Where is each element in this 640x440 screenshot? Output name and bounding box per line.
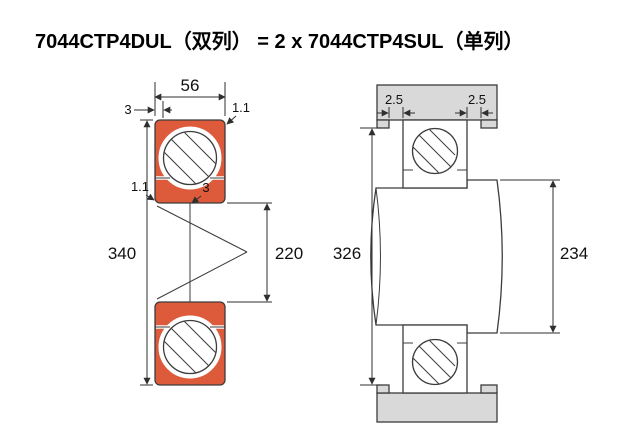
shaft [370, 179, 503, 334]
dim-center: 3 [191, 180, 210, 204]
housing-shoulder-lip [376, 119, 390, 129]
section-view: 56 3 1.1 1.1 3 340 [108, 76, 303, 386]
mounting-view: 2.5 2.5 326 234 [333, 84, 588, 423]
dim-bore-diameter: 220 [227, 202, 303, 303]
ball-hatching-top-right [413, 129, 456, 173]
housing-top [376, 84, 498, 121]
housing-bottom [376, 392, 498, 423]
dim-housing-shoulder-label: 326 [333, 244, 361, 263]
dim-width: 56 [154, 76, 226, 116]
housing-shoulder-lip [480, 119, 498, 129]
contact-angle-line-lower [156, 251, 248, 300]
dim-clearance-right-label: 2.5 [468, 92, 486, 107]
dim-top-left: 3 [124, 101, 172, 118]
dim-outer-chamfer: 1.1 [226, 100, 250, 125]
housing-shoulder-lip [480, 384, 498, 394]
dim-bore-diameter-label: 220 [275, 244, 303, 263]
dim-width-label: 56 [181, 76, 200, 95]
dim-center-label: 3 [202, 180, 209, 195]
drawing-title: 7044CTP4DUL（双列） = 2 x 7044CTP4SUL（单列） [35, 29, 524, 53]
dim-outer-diameter: 340 [108, 119, 153, 386]
ball-hatching-top [164, 132, 216, 184]
dim-inner-chamfer-label: 1.1 [131, 179, 149, 194]
dim-shaft-shoulder-label: 234 [560, 244, 588, 263]
dim-clearance-left-label: 2.5 [385, 92, 403, 107]
dim-inner-chamfer: 1.1 [131, 179, 155, 201]
shaft-break-line [375, 187, 381, 326]
dim-clearance-right: 2.5 [455, 92, 493, 118]
ball-hatching-bottom [164, 321, 216, 373]
dim-clearance-left: 2.5 [377, 92, 415, 118]
contact-angle-line-upper [156, 205, 248, 253]
ball-hatching-bottom-right [413, 340, 456, 384]
dim-top-left-label: 3 [124, 102, 131, 117]
dim-outer-diameter-label: 340 [108, 244, 136, 263]
dim-shaft-shoulder: 234 [500, 179, 588, 334]
dim-outer-chamfer-label: 1.1 [232, 100, 250, 115]
housing-shoulder-lip [376, 384, 390, 394]
dim-housing-shoulder: 326 [333, 127, 381, 386]
